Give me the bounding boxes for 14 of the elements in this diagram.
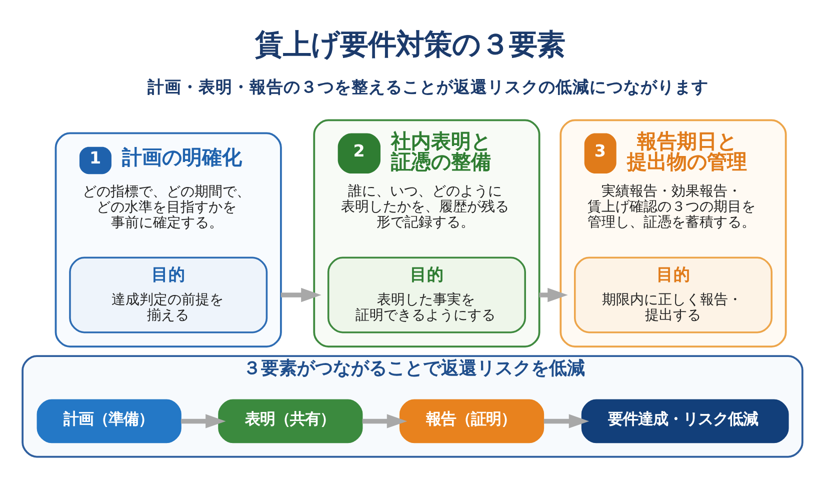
arrow: [280, 287, 322, 302]
arrow: [539, 287, 568, 302]
node-box: 報告（証明）: [399, 398, 544, 443]
node-box: 計画（準備）: [36, 398, 182, 443]
node-box: 目的 表明した事実を証明できるようにする: [327, 256, 526, 333]
node-box: 表明（共有）: [218, 398, 363, 443]
label: 計画・表明・報告の３つを整えることが返還リスクの低減につながります: [148, 77, 709, 96]
diagram-title: 賃上げ要件対策の３要素: [254, 28, 565, 61]
node-box: 目的 期限内に正しく報告・提出する: [574, 256, 772, 333]
node-box: 目的 達成判定の前提を揃える: [69, 256, 268, 333]
arrow: [362, 414, 408, 428]
arrow: [180, 414, 226, 428]
node-box: 要件達成・リスク低減: [581, 398, 789, 443]
arrow: [544, 414, 590, 428]
